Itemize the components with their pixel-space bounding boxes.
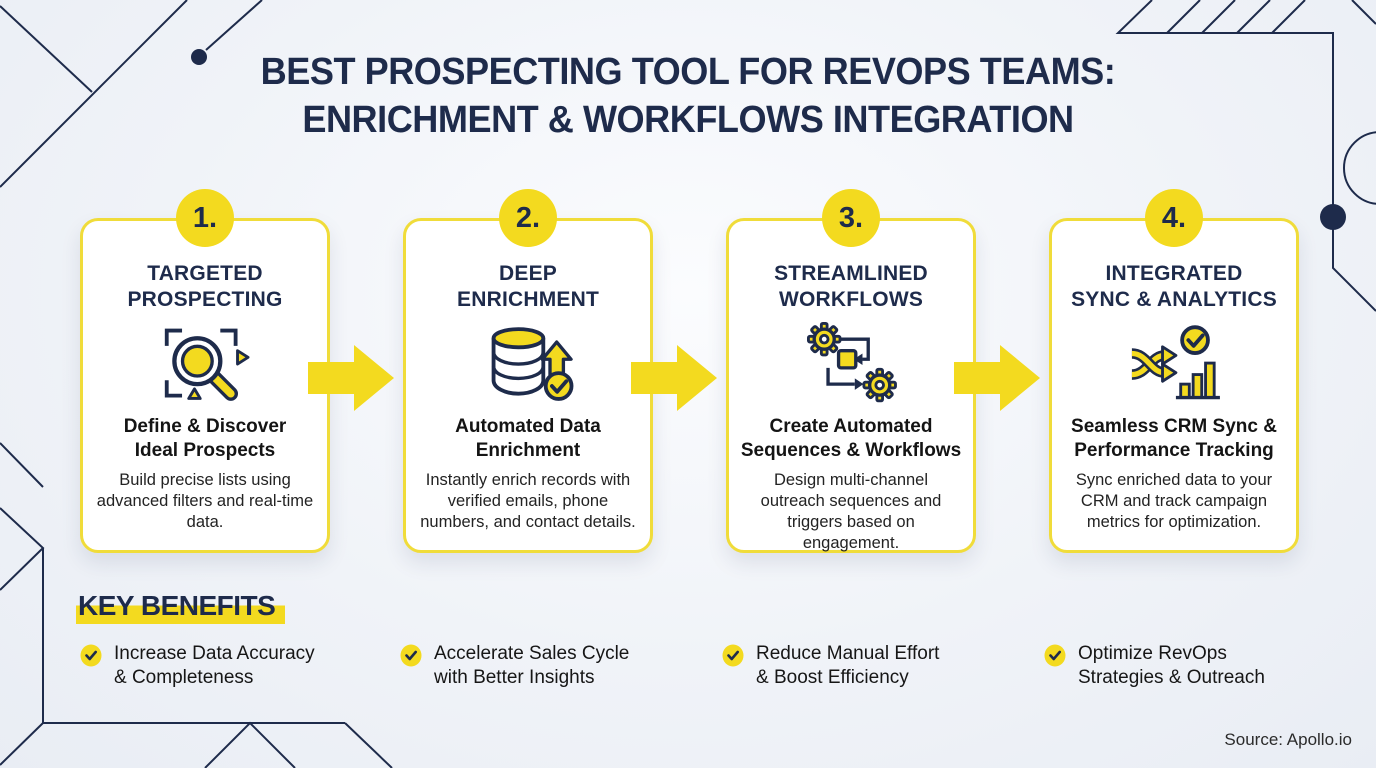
benefit-item: Optimize RevOps Strategies & Outreach [1044,642,1354,690]
step-number-badge: 4. [1145,189,1203,247]
step-number-badge: 3. [822,189,880,247]
step-card-deep-enrichment: 2. DEEP ENRICHMENT Automated Data Enrich… [403,189,653,553]
step-title: DEEP ENRICHMENT [457,262,599,311]
check-icon [80,644,102,667]
step-description: Design multi-channel outreach sequences … [760,471,942,552]
step-subtitle: Create Automated Sequences & Workflows [740,416,962,461]
workflow-gears-icon [807,321,897,403]
step-card-streamlined-workflows: 3. STREAMLINED WORKFLOWS [726,189,976,553]
step-number-badge: 2. [499,189,557,247]
step-title: STREAMLINED WORKFLOWS [774,262,928,311]
flow-arrow-icon [308,345,394,411]
target-magnifier-icon [164,328,250,401]
accent-dot-right-edge [1320,204,1346,230]
benefit-text: Accelerate Sales Cycle with Better Insig… [434,643,630,688]
accent-circle-right-edge [1343,131,1376,205]
benefit-text: Increase Data Accuracy & Completeness [114,643,315,688]
benefit-text: Reduce Manual Effort & Boost Efficiency [756,643,940,688]
key-benefits-heading: KEY BENEFITS [76,590,286,624]
benefit-item: Reduce Manual Effort & Boost Efficiency [722,642,1032,690]
step-card-integrated-sync-analytics: 4. INTEGRATED SYNC & ANALYTICS Seam [1049,189,1299,553]
check-icon [400,644,422,667]
step-card-targeted-prospecting: 1. TARGETED PROSPECTING Define & Discove… [80,189,330,553]
source-attribution: Source: Apollo.io [1224,730,1352,749]
flow-arrow-icon [631,345,717,411]
page-title-line-2: ENRICHMENT & WORKFLOWS INTEGRATION [302,99,1074,141]
step-subtitle: Define & Discover Ideal Prospects [123,416,287,461]
step-title: TARGETED PROSPECTING [127,262,283,311]
benefit-text: Optimize RevOps Strategies & Outreach [1078,643,1265,688]
step-description: Build precise lists using advanced filte… [96,471,314,531]
step-title: INTEGRATED SYNC & ANALYTICS [1071,262,1277,311]
step-subtitle: Seamless CRM Sync & Performance Tracking [1071,416,1277,461]
database-enrichment-icon [491,327,574,401]
benefit-item: Accelerate Sales Cycle with Better Insig… [400,642,710,690]
step-number-badge: 1. [176,189,234,247]
flow-arrow-icon [954,345,1040,411]
check-icon [1044,644,1066,667]
benefit-item: Increase Data Accuracy & Completeness [80,642,390,690]
step-subtitle: Automated Data Enrichment [455,416,601,461]
page-title-line-1: BEST PROSPECTING TOOL FOR REVOPS TEAMS: [260,51,1116,93]
accent-dot-top-left [191,49,207,65]
sync-analytics-icon [1131,325,1220,400]
check-icon [722,644,744,667]
step-description: Sync enriched data to your CRM and track… [1075,471,1273,531]
page-title: BEST PROSPECTING TOOL FOR REVOPS TEAMS: … [34,48,1341,144]
step-description: Instantly enrich records with verified e… [420,471,636,531]
